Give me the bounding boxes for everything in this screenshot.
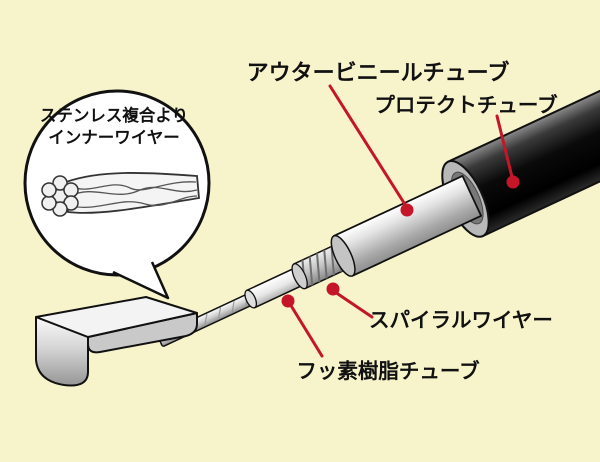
protect-tube-label: プロテクトチューブ — [374, 93, 558, 117]
callout-line-protect — [495, 114, 514, 179]
fitting-top-face — [35, 296, 198, 338]
callout-dot-fluororesin — [281, 294, 295, 308]
fitting-front-face — [35, 316, 89, 387]
callout-line-outer-vinyl — [328, 84, 408, 208]
callout-dots — [281, 175, 520, 308]
callout-dot-outer-vinyl — [400, 203, 414, 217]
callout-dot-protect — [506, 175, 520, 189]
callout-line-spiral — [333, 290, 374, 319]
outer-vinyl-tube-label: アウタービニールチューブ — [247, 60, 510, 85]
wire-strand-ends — [41, 175, 79, 217]
inner-wire-label-line1: ステンレス複合より — [40, 105, 188, 125]
fluororesin-tube-label: フッ素樹脂チューブ — [296, 359, 480, 383]
inner-wire-callout-bubble: ステンレス複合より インナーワイヤー — [23, 89, 211, 300]
spiral-wire-label: スパイラルワイヤー — [369, 309, 553, 332]
callout-dot-spiral — [326, 282, 340, 296]
callout-leaders — [288, 84, 514, 358]
inner-wire-illustration — [41, 172, 200, 217]
inner-wire-label-line2: インナーワイヤー — [48, 129, 180, 147]
cable-illustration — [157, 61, 600, 347]
callout-line-fluororesin — [288, 302, 324, 358]
cable-end-fitting — [35, 296, 198, 387]
fitting-right-face — [87, 312, 198, 354]
outer-vinyl-tube — [330, 175, 483, 277]
bubble-tail — [112, 261, 170, 300]
